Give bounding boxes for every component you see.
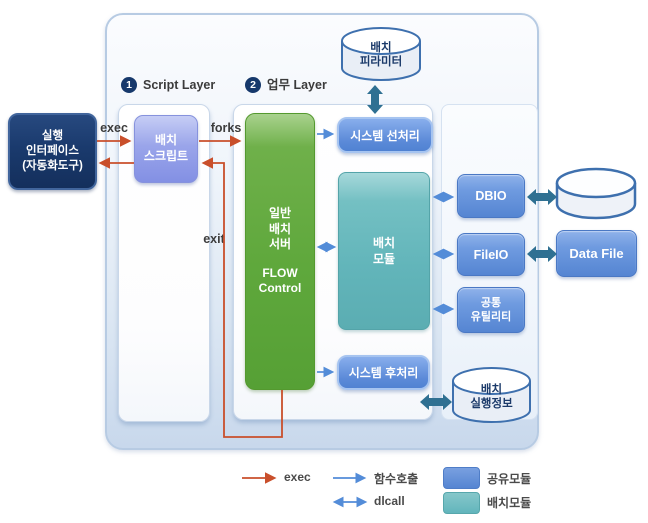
batch-server-title: 일반 배치 서버 bbox=[268, 206, 292, 252]
batch-script-node: 배치 스크립트 bbox=[134, 115, 198, 183]
work-layer-label: 업무 Layer bbox=[267, 78, 327, 92]
layer1-badge: 1 bbox=[121, 77, 137, 93]
legend-batch-module-swatch bbox=[443, 492, 480, 514]
legend-batch-module-label: 배치모듈 bbox=[487, 496, 532, 510]
database-cylinder-icon bbox=[555, 167, 637, 220]
fileio-node: FileIO bbox=[457, 233, 525, 276]
batch-parameter-cylinder-icon bbox=[341, 27, 421, 81]
legend-shared-module-label: 공유모듈 bbox=[487, 472, 532, 486]
batch-execinfo-cylinder-icon bbox=[452, 367, 531, 423]
legend-funccall-label: 함수호출 bbox=[374, 472, 419, 486]
forks-edge-label: forks bbox=[210, 121, 242, 135]
batch-server-subtitle: FLOW Control bbox=[258, 265, 302, 296]
legend-exec-label: exec bbox=[284, 470, 311, 484]
layer2-badge: 2 bbox=[245, 77, 261, 93]
batch-execinfo-label: 배치 실행정보 bbox=[470, 383, 513, 410]
common-utility-node: 공통 유틸리티 bbox=[457, 287, 525, 333]
batch-module-node: 배치 모듈 bbox=[338, 172, 430, 330]
exec-interface-node: 실행 인터페이스 (자동화도구) bbox=[8, 113, 97, 190]
system-preprocess-node: 시스템 선처리 bbox=[337, 117, 433, 153]
legend-dlcall-label: dlcall bbox=[374, 494, 405, 508]
batch-server-node: 일반 배치 서버 FLOW Control bbox=[245, 113, 315, 390]
system-postprocess-node: 시스템 후처리 bbox=[337, 355, 430, 390]
exec-edge-label: exec bbox=[100, 121, 128, 135]
script-layer-label: Script Layer bbox=[143, 78, 216, 92]
legend-shared-module-swatch bbox=[443, 467, 480, 489]
dbio-node: DBIO bbox=[457, 174, 525, 218]
exit-edge-label: exit bbox=[203, 232, 225, 246]
batch-parameter-label: 배치 피라미터 bbox=[359, 41, 403, 68]
data-file-node: Data File bbox=[556, 230, 637, 277]
